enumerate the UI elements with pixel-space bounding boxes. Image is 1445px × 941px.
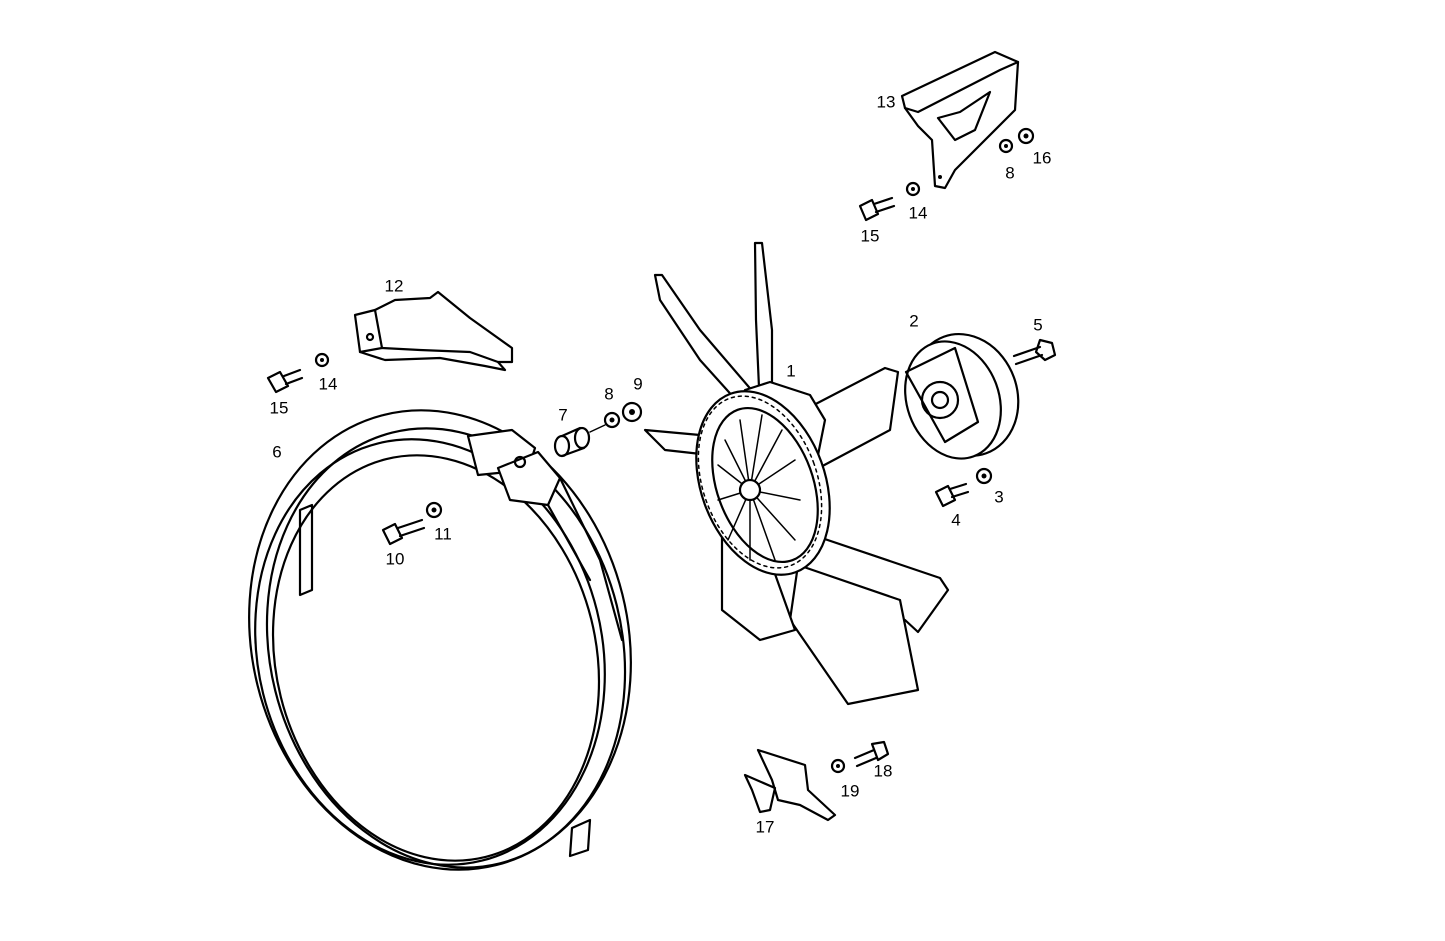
fan-shroud-ring-drawing [248, 409, 632, 871]
callout-4-screw: 4 [951, 510, 961, 530]
callout-14-washer-left: 14 [318, 374, 338, 394]
bracket-17-drawing [743, 740, 890, 822]
callout-9-nut: 9 [633, 374, 643, 394]
callout-15-screw-left: 15 [269, 398, 289, 418]
screw-4-washer-3-drawing [934, 467, 993, 508]
callout-1-fan: 1 [786, 361, 796, 381]
callout-5-screw: 5 [1033, 315, 1043, 335]
bracket-12-drawing [353, 290, 514, 372]
spacer-7-drawing [553, 401, 643, 458]
callout-8-washer: 8 [604, 384, 614, 404]
callout-11-washer: 11 [434, 524, 452, 544]
callout-10-screw: 10 [385, 549, 405, 569]
callout-2-hub: 2 [909, 311, 919, 331]
callout-16-nut: 16 [1032, 148, 1052, 168]
screw-10-drawing [381, 501, 443, 546]
callout-3-washer: 3 [994, 487, 1004, 507]
callout-15-screw-top: 15 [860, 226, 880, 246]
bracket-13-drawing [858, 50, 1035, 222]
callout-12-bracket: 12 [384, 276, 404, 296]
screw-15-left-drawing [266, 352, 330, 394]
callout-6-shroud: 6 [272, 442, 282, 462]
callout-19-washer: 19 [840, 781, 860, 801]
callout-14-washer-top: 14 [908, 203, 928, 223]
callout-8-washer-top: 8 [1005, 163, 1015, 183]
fan-drawing [643, 241, 950, 706]
screw-5-drawing [1012, 338, 1057, 366]
callout-13-bracket: 13 [876, 92, 896, 112]
callout-18-screw: 18 [873, 761, 893, 781]
callout-17-bracket: 17 [755, 817, 775, 837]
callout-7-spacer: 7 [558, 405, 568, 425]
fan-hub-coupling-drawing [904, 332, 1020, 460]
